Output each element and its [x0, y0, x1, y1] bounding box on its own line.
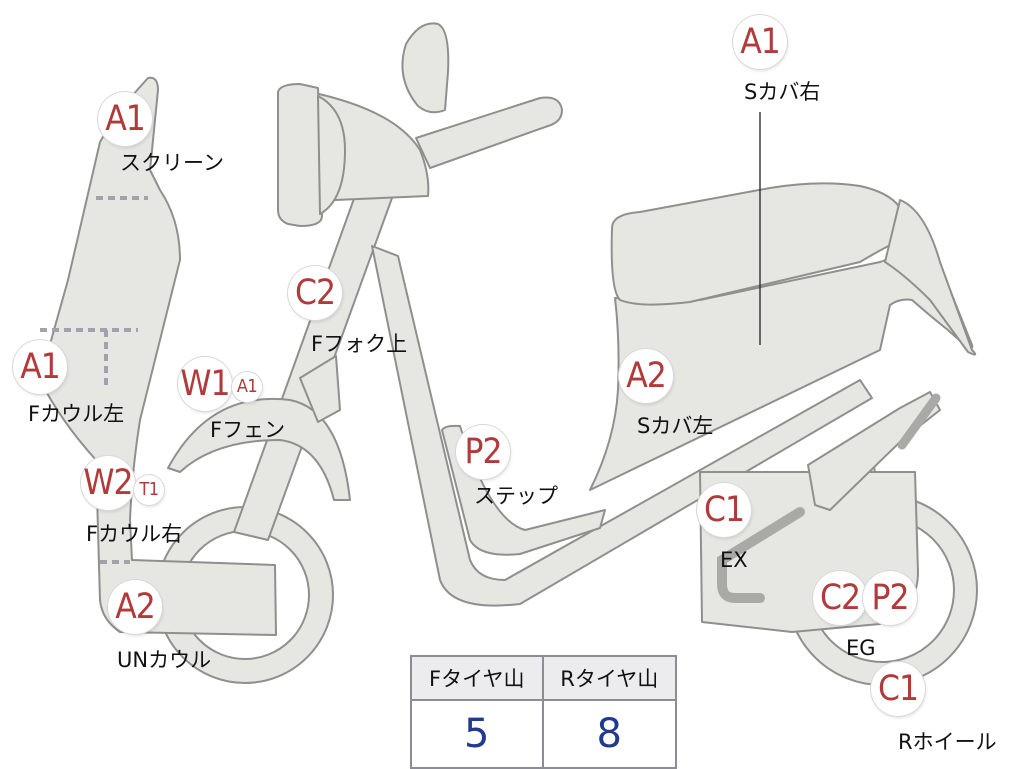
rear-frame-rod — [897, 393, 941, 450]
badge-ex: C1 — [697, 483, 751, 537]
label-f-fender: Fフェン — [210, 418, 286, 442]
badge-f-cowl-right-sub: T1 — [134, 475, 164, 505]
label-s-cover-left: Sカバ左 — [637, 414, 714, 438]
mirror — [401, 22, 450, 114]
step-floor — [441, 424, 606, 556]
label-ex: EX — [720, 548, 748, 572]
badge-f-fender-sub: A1 — [232, 372, 262, 402]
headlight — [277, 83, 323, 227]
badge-r-wheel: C1 — [871, 662, 925, 716]
badge-f-fork-upper: C2 — [288, 266, 342, 320]
front-fork — [233, 181, 393, 541]
label-screen: スクリーン — [120, 151, 224, 175]
badge-step: P2 — [456, 425, 510, 479]
label-f-cowl-right: Fカウル右 — [86, 522, 183, 546]
badge-screen: A1 — [98, 92, 152, 146]
badge-f-fender: W1 — [178, 357, 232, 411]
badge-eg-2: P2 — [863, 571, 917, 625]
frame-rail — [371, 245, 873, 607]
label-r-wheel: Rホイール — [898, 730, 997, 754]
label-un-cowl: UNカウル — [117, 648, 212, 672]
label-s-cover-right: Sカバ右 — [744, 80, 821, 104]
handlebar — [415, 96, 563, 169]
table-value-rear-tire: 8 — [596, 711, 622, 757]
rear-fender-tail — [884, 199, 977, 356]
badge-un-cowl: A2 — [108, 580, 162, 634]
badge-eg-1: C2 — [813, 571, 867, 625]
label-f-cowl-left: Fカウル左 — [28, 402, 125, 426]
exhaust-pipe — [717, 507, 805, 603]
label-eg: EG — [846, 636, 876, 660]
table-header-rear-tire: Rタイヤ山 — [543, 657, 675, 701]
headlight-rim — [317, 95, 346, 215]
badge-s-cover-right: A1 — [733, 15, 787, 69]
badge-f-cowl-right: W2 — [81, 456, 135, 510]
badge-s-cover-left: A2 — [619, 349, 673, 403]
tire-tread-table: Fタイヤ山 Rタイヤ山 5 8 — [410, 655, 677, 769]
table-value-front-tire: 5 — [412, 701, 544, 767]
label-f-fork-upper: Fフォク上 — [311, 332, 408, 356]
label-step: ステップ — [474, 484, 558, 508]
table-header-front-tire: Fタイヤ山 — [412, 657, 544, 701]
front-fender — [167, 397, 351, 501]
fork-upper-cover — [299, 355, 341, 423]
badge-f-cowl-left: A1 — [13, 340, 67, 394]
